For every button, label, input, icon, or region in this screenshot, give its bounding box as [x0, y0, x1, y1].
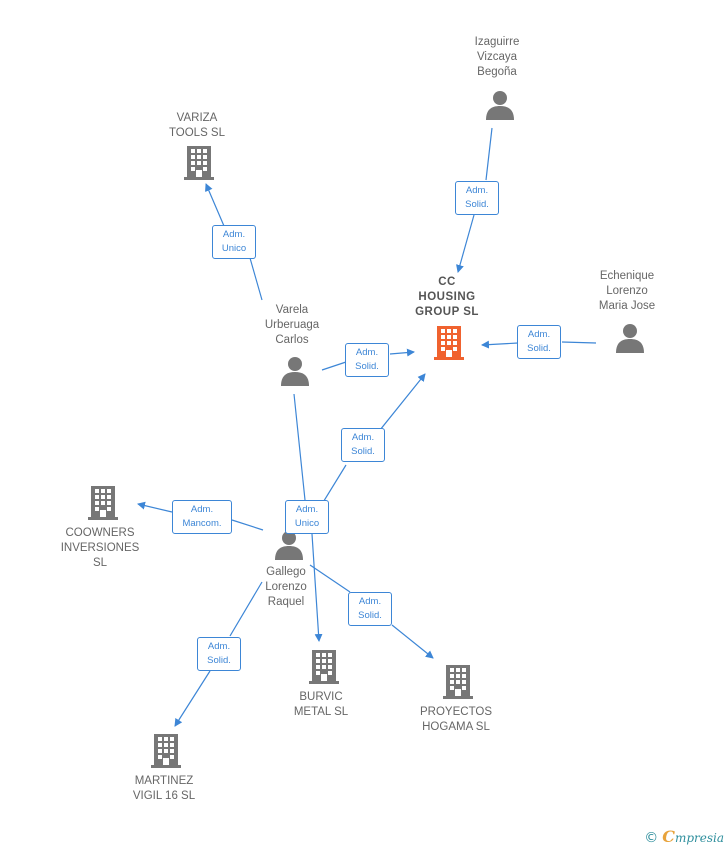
node-label-cc-housing[interactable]: CC HOUSING GROUP SL — [415, 276, 479, 318]
edge-label-izaguirre-cc[interactable]: Adm. Solid. — [455, 181, 499, 215]
person-icon[interactable] — [486, 91, 514, 120]
node-label-martinez[interactable]: MARTINEZ VIGIL 16 SL — [132, 775, 196, 802]
person-icon[interactable] — [616, 324, 644, 353]
person-icon[interactable] — [275, 531, 303, 560]
edge-label-varela-burvic[interactable]: Adm. Unico — [285, 500, 329, 534]
edge-label-varela-variza[interactable]: Adm. Unico — [212, 225, 256, 259]
edge-gallego-proyectos — [309, 564, 433, 658]
node-label-gallego[interactable]: Gallego Lorenzo Raquel — [265, 566, 307, 608]
edge-label-gallego-proyectos[interactable]: Adm. Solid. — [348, 592, 392, 626]
edge-gallego-coowners — [138, 504, 264, 531]
brand-watermark: ©Cmpresia — [644, 827, 724, 846]
edge-varela-variza — [206, 184, 263, 301]
node-label-proyectos[interactable]: PROYECTOS HOGAMA SL — [420, 706, 492, 733]
edge-izaguirre-cc — [458, 127, 493, 272]
brand-initial: C — [662, 827, 675, 846]
edge-echenique-cc — [482, 342, 597, 345]
building-icon[interactable] — [309, 650, 339, 684]
edge-label-echenique-cc[interactable]: Adm. Solid. — [517, 325, 561, 359]
brand-name: mpresia — [674, 831, 724, 845]
edge-varela-cc — [321, 352, 414, 371]
person-icon[interactable] — [281, 357, 309, 386]
edge-gallego-martinez — [175, 581, 263, 726]
edge-label-gallego-martinez[interactable]: Adm. Solid. — [197, 637, 241, 671]
node-label-izaguirre[interactable]: Izaguirre Vizcaya Begoña — [474, 36, 520, 78]
edge-varela-burvic — [293, 393, 319, 641]
node-label-variza[interactable]: VARIZA TOOLS SL — [168, 112, 226, 139]
building-icon[interactable] — [88, 486, 118, 520]
node-label-burvic[interactable]: BURVIC METAL SL — [293, 691, 349, 718]
edge-label-varela-cc[interactable]: Adm. Solid. — [345, 343, 389, 377]
building-icon[interactable] — [184, 146, 214, 180]
edges — [138, 127, 597, 726]
node-label-echenique[interactable]: Echenique Lorenzo Maria Jose — [598, 270, 656, 312]
building-icon[interactable] — [434, 326, 464, 360]
node-label-coowners[interactable]: COOWNERS INVERSIONES SL — [60, 527, 140, 569]
building-icon[interactable] — [151, 734, 181, 768]
node-label-varela[interactable]: Varela Urberuaga Carlos — [264, 304, 320, 346]
edge-label-gallego-cc[interactable]: Adm. Solid. — [341, 428, 385, 462]
edge-label-gallego-coowners[interactable]: Adm. Mancom. — [172, 500, 232, 534]
copyright-icon: © — [644, 830, 659, 846]
building-icon[interactable] — [443, 665, 473, 699]
